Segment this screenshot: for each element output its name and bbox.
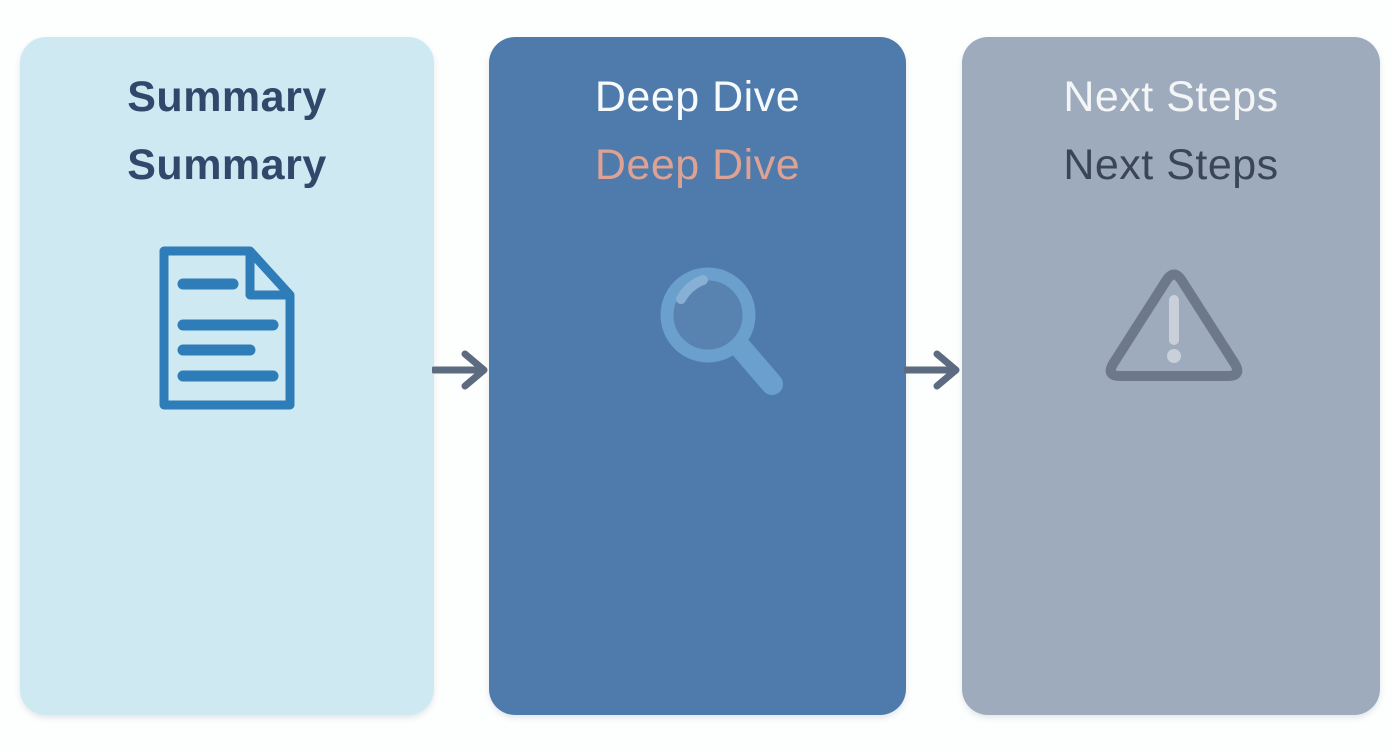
- step-title: Deep Dive: [594, 73, 801, 121]
- step-title: Summary: [127, 73, 327, 121]
- step-subtitle: Summary: [127, 141, 327, 189]
- arrow-right-icon: [432, 350, 488, 390]
- step-title: Next Steps: [1063, 73, 1279, 121]
- warning-triangle-icon: [1105, 269, 1243, 381]
- step-subtitle: Deep Dive: [594, 141, 801, 189]
- arrow-right-icon: [904, 350, 960, 390]
- step-card-summary: Summary Summary: [20, 37, 434, 715]
- step-card-deep-dive: Deep Dive Deep Dive: [489, 37, 906, 715]
- magnifier-icon: [660, 267, 783, 395]
- step-card-next-steps: Next Steps Next Steps: [962, 37, 1380, 715]
- step-card-summary-titles: Summary Summary: [20, 37, 434, 199]
- step-card-deep-dive-titles: Deep Dive Deep Dive: [489, 37, 906, 199]
- step-subtitle: Next Steps: [1063, 141, 1279, 189]
- step-card-next-steps-titles: Next Steps Next Steps: [962, 37, 1380, 199]
- document-icon: [159, 246, 295, 410]
